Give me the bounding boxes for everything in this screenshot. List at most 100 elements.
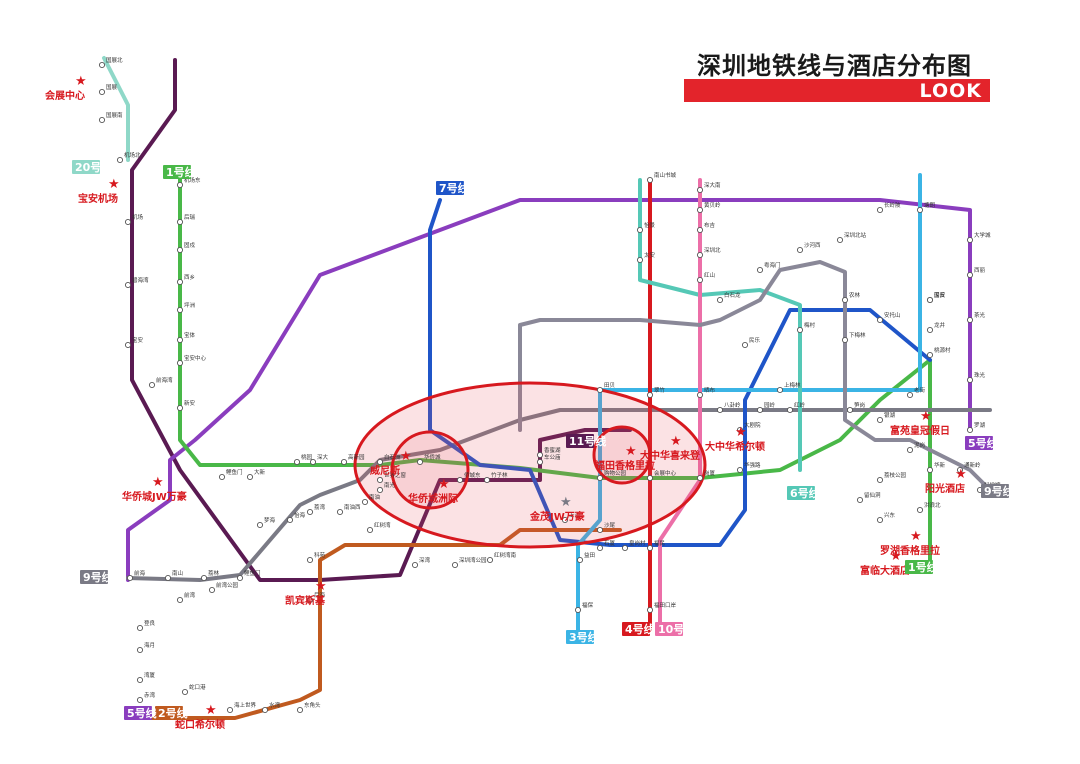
station-marker[interactable] [456,476,464,484]
station-marker[interactable] [483,476,491,484]
line-badge-11[interactable]: 11号线 [566,434,606,448]
line-badge-9[interactable]: 9号线 [981,484,1014,498]
station-marker[interactable] [124,281,132,289]
station-marker[interactable] [741,341,749,349]
station-marker[interactable] [646,606,654,614]
station-marker[interactable] [124,341,132,349]
station-marker[interactable] [696,206,704,214]
station-marker[interactable] [296,706,304,714]
hotel-star-icon[interactable]: ★ [205,703,217,718]
station-marker[interactable] [176,246,184,254]
station-marker[interactable] [876,316,884,324]
station-marker[interactable] [293,458,301,466]
station-marker[interactable] [176,596,184,604]
station-marker[interactable] [246,473,254,481]
hotel-star-icon[interactable]: ★ [890,549,902,564]
line-badge-5[interactable]: 5号线 [965,436,998,450]
line-badge-4[interactable]: 4号线 [622,622,655,636]
station-marker[interactable] [136,624,144,632]
station-marker[interactable] [98,116,106,124]
station-marker[interactable] [536,458,544,466]
hotel-star-icon[interactable]: ★ [910,529,922,544]
station-marker[interactable] [126,574,134,582]
station-marker[interactable] [309,458,317,466]
station-marker[interactable] [596,544,604,552]
hotel-star-icon[interactable]: ★ [108,177,120,192]
station-marker[interactable] [966,316,974,324]
station-marker[interactable] [736,466,744,474]
station-marker[interactable] [136,646,144,654]
station-marker[interactable] [906,391,914,399]
hotel-star-icon[interactable]: ★ [735,425,747,440]
hotel-star-icon[interactable]: ★ [75,74,87,89]
station-marker[interactable] [200,574,208,582]
line-badge-1[interactable]: 1号线 [163,165,196,179]
station-marker[interactable] [256,521,264,529]
station-marker[interactable] [261,706,269,714]
station-marker[interactable] [796,326,804,334]
hotel-star-icon[interactable]: ★ [400,449,412,464]
station-marker[interactable] [696,474,704,482]
line-badge-1[interactable]: 1号线 [905,560,938,574]
station-marker[interactable] [286,516,294,524]
line-badge-9[interactable]: 9号线 [80,570,113,584]
station-marker[interactable] [756,266,764,274]
station-marker[interactable] [98,88,106,96]
station-marker[interactable] [926,296,934,304]
station-marker[interactable] [148,381,156,389]
hotel-star-icon[interactable]: ★ [315,579,327,594]
station-marker[interactable] [876,516,884,524]
station-marker[interactable] [876,416,884,424]
station-marker[interactable] [486,556,494,564]
station-marker[interactable] [646,391,654,399]
station-marker[interactable] [596,526,604,534]
station-marker[interactable] [176,278,184,286]
hotel-star-icon[interactable]: ★ [920,409,932,424]
station-marker[interactable] [956,466,964,474]
station-marker[interactable] [98,61,106,69]
hotel-star-icon[interactable]: ★ [438,477,450,492]
station-marker[interactable] [841,336,849,344]
station-marker[interactable] [876,206,884,214]
station-marker[interactable] [696,251,704,259]
line-badge-6[interactable]: 6号线 [787,486,820,500]
station-marker[interactable] [136,696,144,704]
station-marker[interactable] [596,474,604,482]
line-badge-7[interactable]: 7号线 [436,181,469,195]
hotel-star-icon[interactable]: ★ [670,434,682,449]
station-marker[interactable] [621,544,629,552]
station-marker[interactable] [696,276,704,284]
station-marker[interactable] [696,226,704,234]
line-badge-5[interactable]: 5号线 [124,706,157,720]
station-marker[interactable] [416,458,424,466]
station-marker[interactable] [376,458,384,466]
station-marker[interactable] [966,236,974,244]
hotel-star-icon[interactable]: ★ [560,495,572,510]
station-marker[interactable] [841,296,849,304]
station-marker[interactable] [966,376,974,384]
line-badge-20[interactable]: 20号线 [72,160,112,174]
line-badge-10[interactable]: 10号线 [655,622,695,636]
station-marker[interactable] [226,706,234,714]
line-badge-3[interactable]: 3号线 [566,630,599,644]
station-marker[interactable] [836,236,844,244]
station-marker[interactable] [306,556,314,564]
station-marker[interactable] [136,676,144,684]
station-marker[interactable] [451,561,459,569]
station-marker[interactable] [176,359,184,367]
station-marker[interactable] [411,561,419,569]
station-marker[interactable] [796,246,804,254]
station-marker[interactable] [340,458,348,466]
station-marker[interactable] [176,306,184,314]
station-marker[interactable] [116,156,124,164]
station-marker[interactable] [376,486,384,494]
station-marker[interactable] [218,473,226,481]
station-marker[interactable] [376,476,384,484]
station-marker[interactable] [361,498,369,506]
hotel-star-icon[interactable]: ★ [625,444,637,459]
station-marker[interactable] [856,496,864,504]
station-marker[interactable] [916,206,924,214]
hotel-star-icon[interactable]: ★ [955,467,967,482]
hotel-star-icon[interactable]: ★ [152,475,164,490]
station-marker[interactable] [124,218,132,226]
